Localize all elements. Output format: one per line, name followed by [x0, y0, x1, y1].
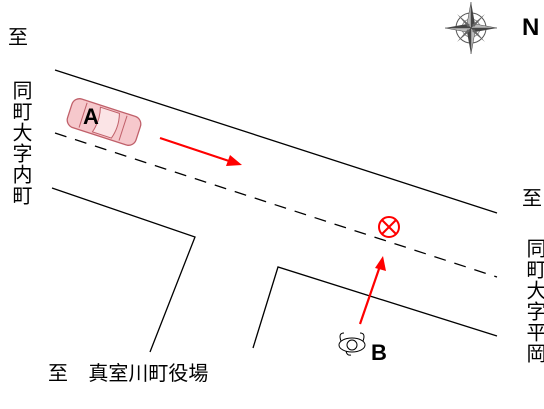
pedestrian-icon — [338, 332, 366, 356]
collision-mark-icon — [378, 216, 400, 238]
pedestrian-direction-arrow — [358, 256, 386, 325]
road-center-line — [54, 132, 498, 278]
destination-right-name: 同町大字平岡 — [523, 238, 544, 364]
car-direction-arrow — [159, 136, 242, 166]
destination-left-name: 同町大字内町 — [9, 80, 33, 206]
road-south-edge-left — [51, 187, 196, 353]
destination-bottom: 至 真室川町役場 — [48, 361, 209, 385]
north-label: N — [522, 14, 540, 41]
car-icon — [66, 98, 142, 146]
road-south-edge-right — [252, 266, 498, 349]
destination-right-prefix: 至 — [522, 186, 542, 210]
compass-rose-icon — [444, 1, 498, 55]
destination-left-prefix: 至 — [8, 25, 28, 49]
person-b-label: B — [371, 340, 387, 365]
vehicle-a-label: A — [83, 104, 99, 129]
road-north-edge — [54, 69, 498, 214]
